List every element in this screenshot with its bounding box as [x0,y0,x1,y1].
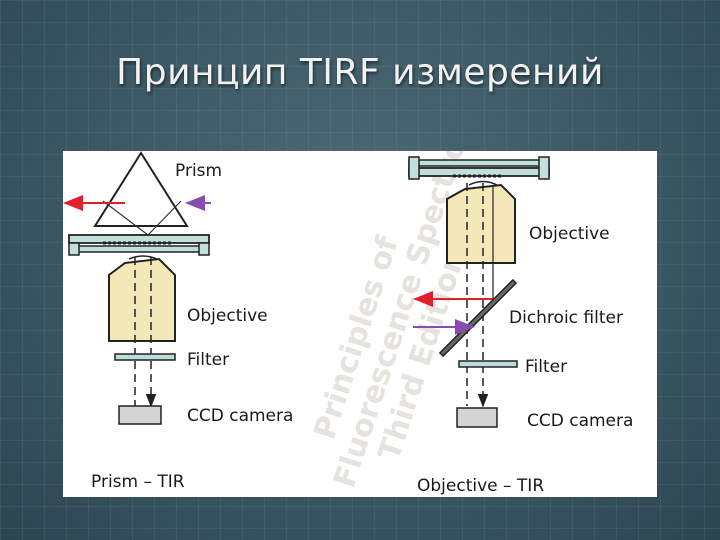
prism-beam-out [147,200,182,236]
prism-shape [93,151,189,227]
prism-setup: Prism Objective Filter CCD camera [63,151,293,492]
slide-title: Принцип TIRF измерений [116,52,604,93]
prism-slide-holder [68,234,210,256]
prism-filter-label: Filter [187,350,229,370]
objective-tir-objective [446,183,516,264]
objective-filter [458,360,518,368]
prism-camera-label: CCD camera [187,406,293,426]
prism-label: Prism [175,161,222,181]
prism-objective-label: Objective [187,306,268,326]
objective-setup: Objective Dichroic filter Filter CCD cam… [408,156,633,496]
objective-camera [456,407,498,428]
objective-filter-label: Filter [525,357,567,377]
prism-camera [118,405,162,425]
objective-camera-label: CCD camera [527,411,633,431]
prism-beam-in [102,200,149,236]
objective-caption: Objective – TIR [417,476,544,496]
prism-objective [108,257,176,342]
dichroic-label: Dichroic filter [509,308,623,328]
tirf-diagram: Principles of Fluorescence Spectroscopy … [63,151,657,497]
objective-slide-holder [408,156,550,180]
prism-caption: Prism – TIR [91,472,185,492]
prism-filter [114,353,176,361]
tirf-diagram-svg: Principles of Fluorescence Spectroscopy … [63,151,633,496]
objective-tir-objective-label: Objective [529,224,610,244]
